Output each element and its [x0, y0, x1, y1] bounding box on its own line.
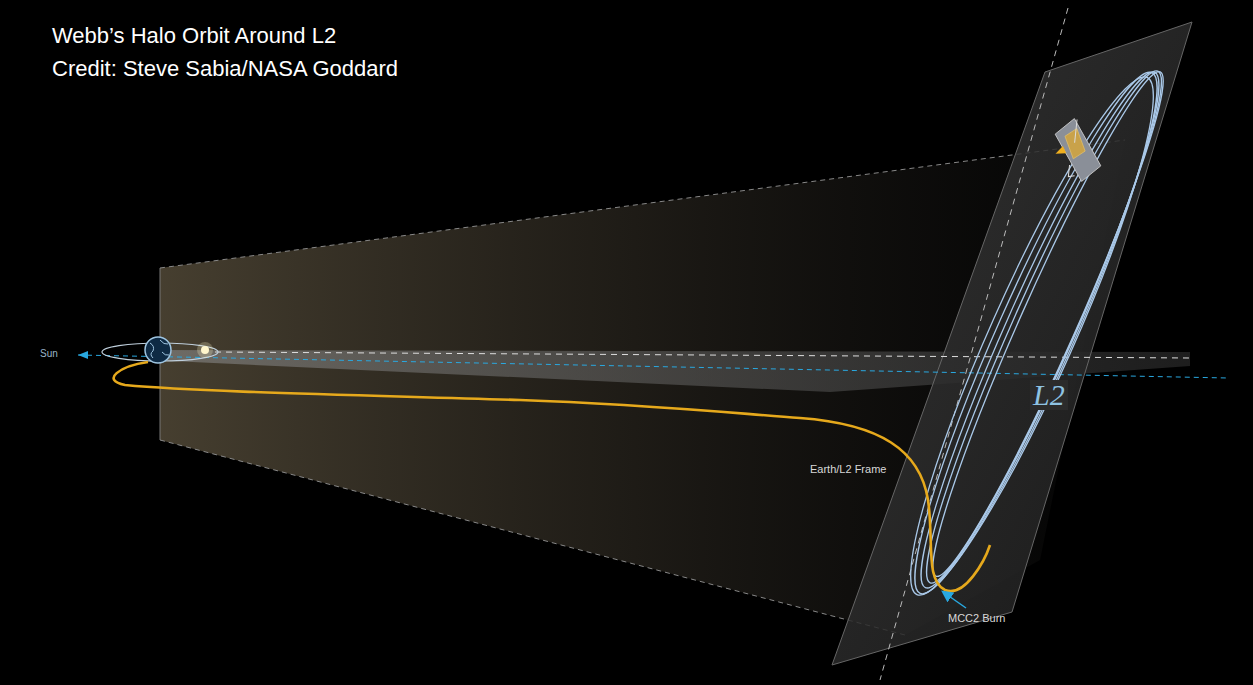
credit-line: Credit: Steve Sabia/NASA Goddard: [52, 55, 398, 84]
earth: [145, 337, 171, 363]
sun-arrow: [78, 351, 88, 359]
plane-axis: [880, 8, 1068, 680]
leader-line: [946, 594, 966, 608]
frame-edge: [160, 440, 905, 635]
l2-label: L2: [1030, 380, 1068, 410]
sun-label: Sun: [40, 348, 58, 359]
frame-edge: [160, 140, 1125, 268]
halo-orbits: [879, 57, 1187, 611]
webb-telescope: [1045, 117, 1103, 187]
moon-glow: [197, 342, 213, 358]
earth-continents: [150, 340, 169, 358]
frame-label: Earth/L2 Frame: [810, 463, 886, 475]
title: Webb’s Halo Orbit Around L2: [52, 22, 336, 51]
earth-l2-line: [215, 352, 1190, 358]
halo-plane: [832, 22, 1192, 665]
burn-label: MCC2 Burn: [948, 612, 1005, 624]
transfer-trajectory: [114, 362, 990, 591]
